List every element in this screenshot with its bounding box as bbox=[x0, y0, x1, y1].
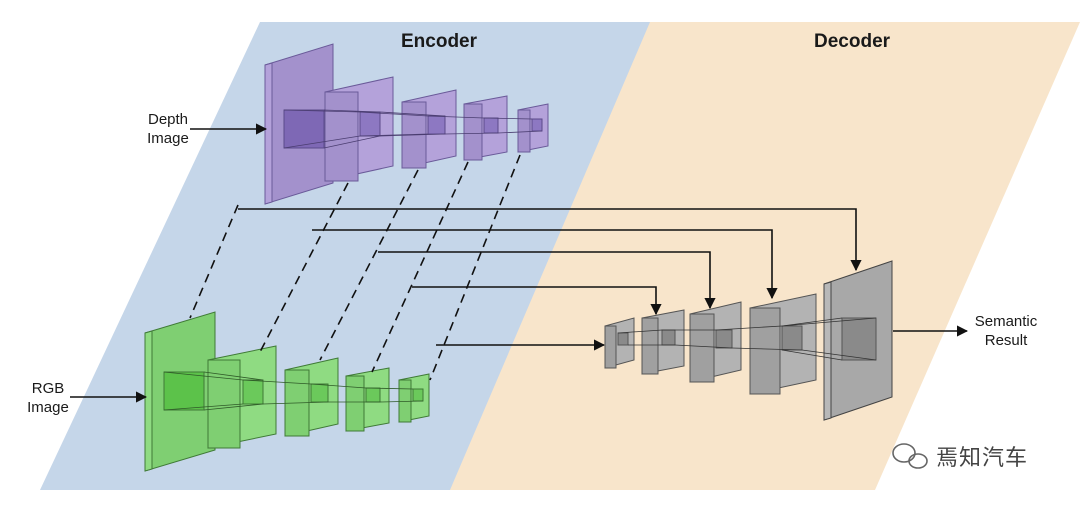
decoder-block-3 bbox=[689, 301, 742, 383]
depth-encoder-blocks bbox=[264, 43, 549, 205]
rgb-block-5 bbox=[398, 373, 430, 423]
rgb-image-label: RGB Image bbox=[27, 380, 69, 416]
decoder-block-1 bbox=[604, 317, 635, 369]
io-arrows bbox=[70, 123, 969, 403]
rgb-block-1 bbox=[144, 311, 216, 472]
wechat-icon bbox=[892, 443, 928, 469]
decoder-block-2 bbox=[641, 309, 685, 375]
decoder-blocks bbox=[604, 260, 893, 421]
decoder-block-4 bbox=[749, 293, 817, 395]
depth-block-4 bbox=[463, 95, 508, 161]
rgb-block-4 bbox=[345, 367, 390, 432]
semantic-result-label: Semantic Result bbox=[974, 313, 1038, 349]
rgb-encoder-blocks bbox=[144, 311, 430, 472]
depth-block-5 bbox=[517, 103, 549, 153]
decoder-panel bbox=[450, 22, 1080, 490]
skip-connections bbox=[238, 208, 862, 351]
watermark-text: 焉知汽车 bbox=[936, 446, 1029, 471]
depth-block-1 bbox=[264, 43, 334, 205]
decoder-title: Decoder bbox=[814, 31, 891, 52]
rgb-block-2 bbox=[207, 345, 277, 449]
depth-block-2 bbox=[324, 76, 394, 182]
rgb-block-3 bbox=[284, 357, 339, 437]
encoder-title: Encoder bbox=[401, 31, 478, 52]
depth-block-3 bbox=[401, 89, 457, 169]
depth-image-label: Depth Image bbox=[147, 111, 189, 147]
decoder-block-5 bbox=[823, 260, 893, 421]
fusion-dashed-lines bbox=[189, 154, 521, 381]
